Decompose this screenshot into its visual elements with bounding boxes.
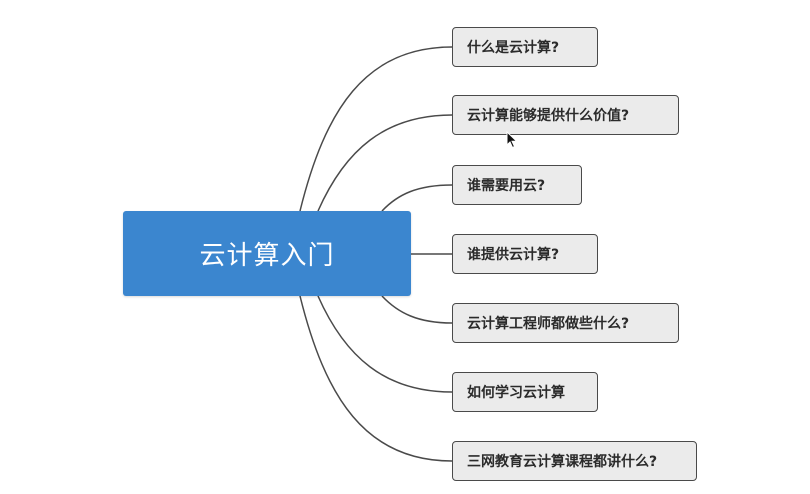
branch-topic-label: 谁提供云计算? [467,247,560,263]
branch-topic-label: 三网教育云计算课程都讲什么? [467,454,658,470]
branch-topic-label: 云计算工程师都做些什么? [467,316,630,332]
branch-topic-label: 如何学习云计算 [467,385,565,401]
connector-4 [381,295,453,324]
root-topic-label: 云计算入门 [199,241,335,271]
branch-topic-label: 云计算能够提供什么价值? [467,108,630,124]
connector-5 [317,295,453,393]
branch-topic-who-provides-cloud[interactable]: 谁提供云计算? [452,234,598,274]
root-topic[interactable]: 云计算入门 [123,211,411,296]
branch-topic-how-to-learn[interactable]: 如何学习云计算 [452,372,598,412]
branch-topic-course-content[interactable]: 三网教育云计算课程都讲什么? [452,441,697,481]
mouse-pointer-icon [506,131,518,149]
branch-topic-engineer-duties[interactable]: 云计算工程师都做些什么? [452,303,679,343]
connector-2 [381,184,453,212]
branch-topic-cloud-value[interactable]: 云计算能够提供什么价值? [452,95,679,135]
connector-1 [317,114,453,212]
connector-0 [299,46,453,212]
branch-topic-who-needs-cloud[interactable]: 谁需要用云? [452,165,582,205]
branch-topic-label: 谁需要用云? [467,178,546,194]
branch-topic-what-is-cloud[interactable]: 什么是云计算? [452,27,598,67]
branch-topic-label: 什么是云计算? [467,40,560,56]
connector-6 [299,295,453,462]
